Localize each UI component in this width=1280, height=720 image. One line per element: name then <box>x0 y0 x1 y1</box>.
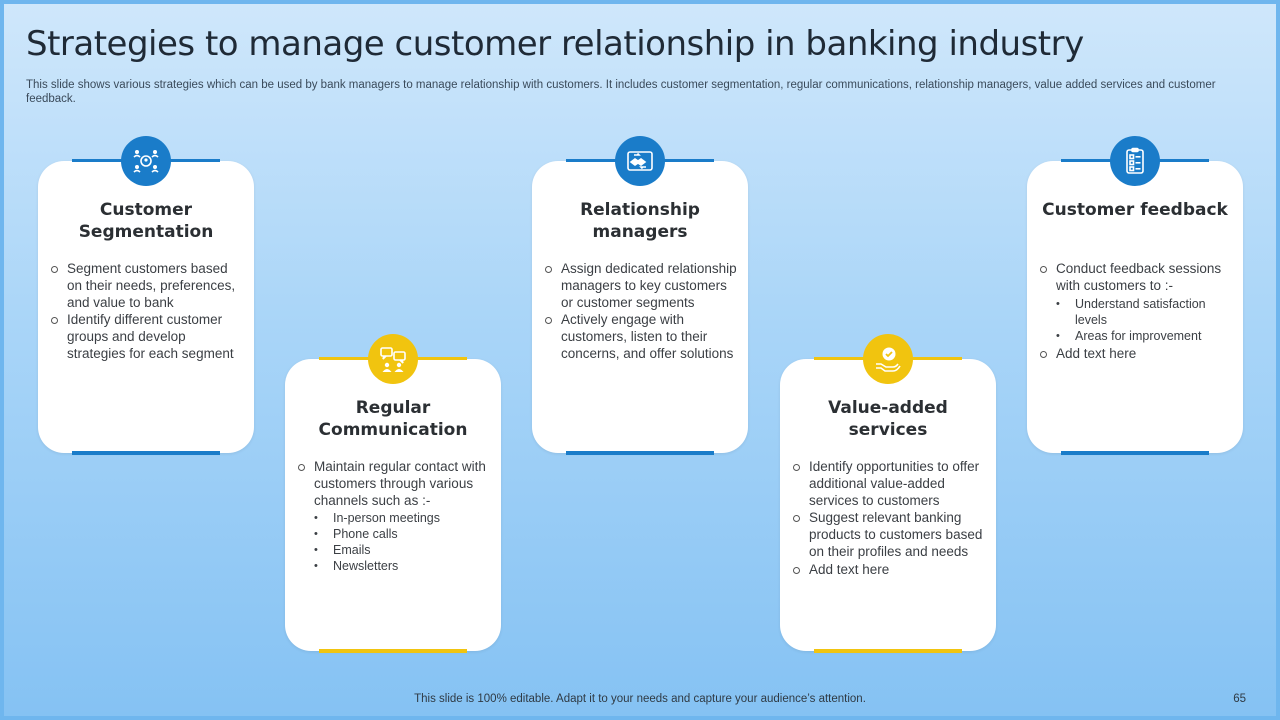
card-bottom-bar <box>72 451 220 455</box>
slide-subtitle: This slide shows various strategies whic… <box>26 79 1216 105</box>
card-bottom-bar <box>814 649 962 653</box>
page-title: Strategies to manage customer relationsh… <box>26 24 1084 64</box>
card-title: Relationship managers <box>580 200 700 242</box>
card-points: Conduct feedback sessions with customers… <box>1037 261 1235 363</box>
card-value-added-services: Value-added services Identify opportunit… <box>780 334 996 653</box>
card-bottom-bar <box>319 649 467 653</box>
card-points: Maintain regular contact with customers … <box>295 459 493 576</box>
card-bottom-bar <box>566 451 714 455</box>
card-points: Identify opportunities to offer addition… <box>790 459 988 580</box>
card-customer-feedback: Customer feedback Conduct feedback sessi… <box>1027 136 1243 455</box>
sub-list-item: Emails <box>314 542 493 558</box>
clipboard-checklist-icon <box>1110 136 1160 186</box>
sub-list-item: Newsletters <box>314 558 493 574</box>
list-item: Actively engage with customers, listen t… <box>542 312 740 362</box>
card-relationship-managers: Relationship managers Assign dedicated r… <box>532 136 748 455</box>
footer-note: This slide is 100% editable. Adapt it to… <box>414 693 866 705</box>
sub-list: Understand satisfaction levels Areas for… <box>1056 296 1235 344</box>
list-item: Suggest relevant banking products to cus… <box>790 510 988 560</box>
people-network-icon <box>121 136 171 186</box>
sub-list-item: In-person meetings <box>314 510 493 526</box>
list-item: Maintain regular contact with customers … <box>295 459 493 574</box>
card-customer-segmentation: Customer Segmentation Segment customers … <box>38 136 254 455</box>
sub-list-item: Phone calls <box>314 526 493 542</box>
card-points: Segment customers based on their needs, … <box>48 261 246 364</box>
list-item: Conduct feedback sessions with customers… <box>1037 261 1235 344</box>
card-title: Customer Segmentation <box>78 200 214 242</box>
sub-list-item: Areas for improvement <box>1056 328 1235 344</box>
card-title: Value-added services <box>828 398 948 440</box>
sub-list: In-person meetings Phone calls Emails Ne… <box>314 510 493 574</box>
card-title: Regular Communication <box>318 398 468 440</box>
sub-list-item: Understand satisfaction levels <box>1056 296 1235 328</box>
list-item: Add text here <box>1037 346 1235 363</box>
list-item-text: Maintain regular contact with customers … <box>314 459 486 508</box>
list-item: Add text here <box>790 562 988 579</box>
list-item-text: Conduct feedback sessions with customers… <box>1056 261 1222 293</box>
list-item: Segment customers based on their needs, … <box>48 261 246 311</box>
card-regular-communication: Regular Communication Maintain regular c… <box>285 334 501 653</box>
list-item: Identify opportunities to offer addition… <box>790 459 988 509</box>
hand-badge-icon <box>863 334 913 384</box>
list-item: Identify different customer groups and d… <box>48 312 246 362</box>
handshake-icon <box>615 136 665 186</box>
page-number: 65 <box>1233 693 1246 705</box>
card-title: Customer feedback <box>1042 200 1228 220</box>
list-item: Assign dedicated relationship managers t… <box>542 261 740 311</box>
card-points: Assign dedicated relationship managers t… <box>542 261 740 364</box>
communication-chat-icon <box>368 334 418 384</box>
card-bottom-bar <box>1061 451 1209 455</box>
